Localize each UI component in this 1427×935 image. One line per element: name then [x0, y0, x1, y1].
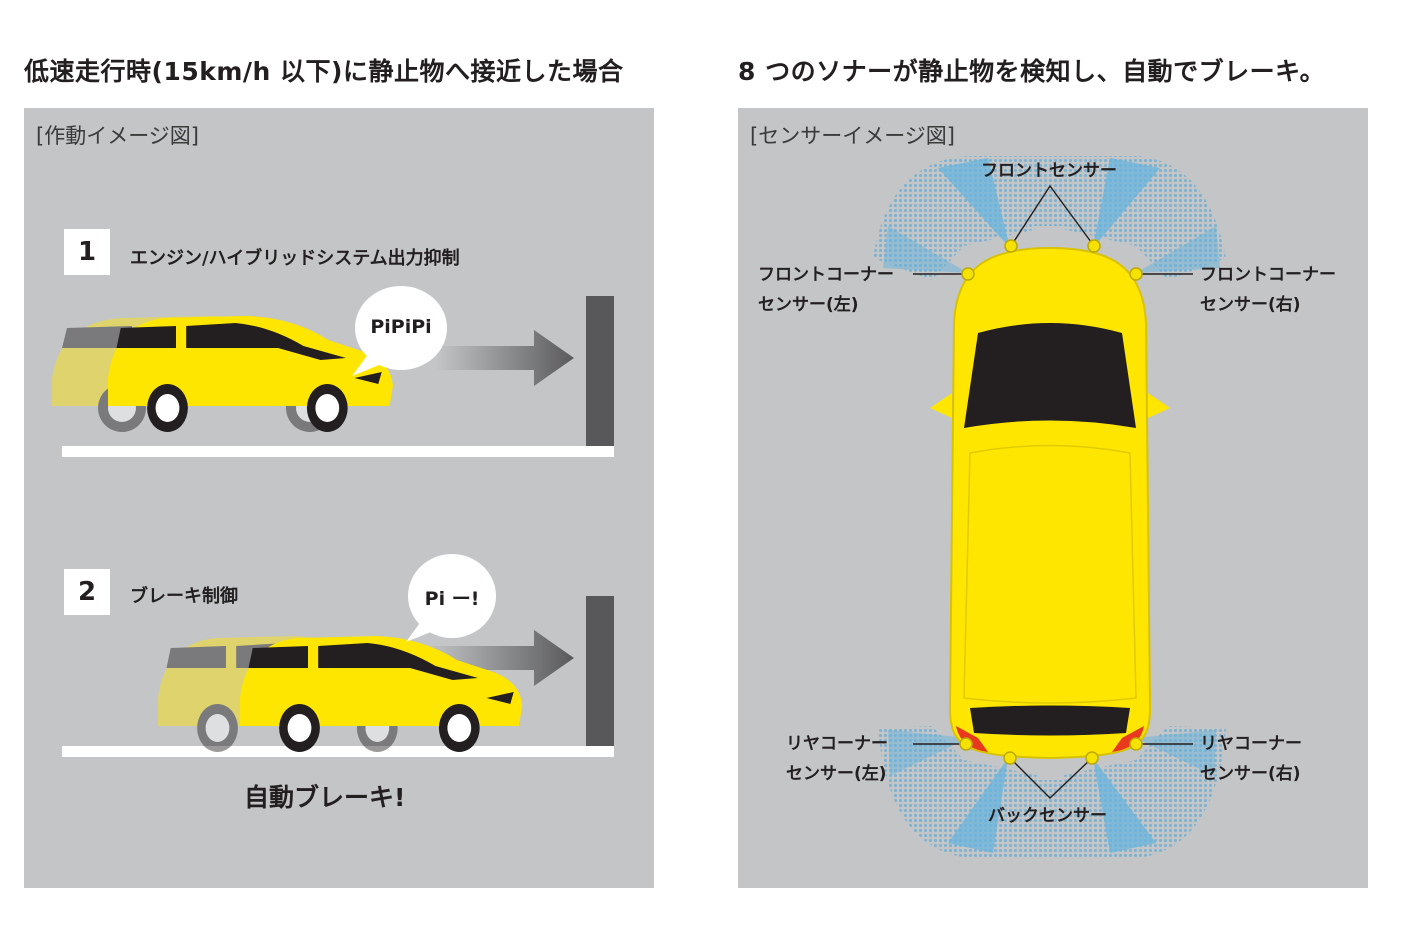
left-heading: 低速走行時(15km/h 以下)に静止物へ接近した場合	[24, 57, 624, 86]
front-corner-right-label-2: センサー(右)	[1200, 295, 1301, 315]
step-2-number: 2	[64, 569, 110, 615]
front-corner-left-label-1: フロントコーナー	[758, 265, 894, 285]
right-heading: 8 つのソナーが静止物を検知し、自動でブレーキ。	[738, 57, 1326, 86]
car-top-view	[930, 246, 1170, 760]
front-corner-right-dot	[1129, 267, 1143, 281]
rear-corner-right-dot	[1129, 737, 1143, 751]
back-sensor-right-dot	[1085, 751, 1099, 765]
front-sensor-right-dot	[1087, 239, 1101, 253]
front-corner-left-label-2: センサー(左)	[758, 295, 859, 315]
approach-arrow-1	[436, 330, 574, 386]
rear-corner-right-label-1: リヤコーナー	[1200, 734, 1302, 754]
sensor-dots	[959, 239, 1143, 765]
back-sensor-left-dot	[1003, 751, 1017, 765]
operation-panel-label: [作動イメージ図]	[36, 124, 199, 148]
road-line-2	[62, 746, 614, 757]
rear-corner-right-label-2: センサー(右)	[1200, 764, 1301, 784]
front-sensor-label: フロントセンサー	[981, 161, 1117, 181]
step-2-label: ブレーキ制御	[130, 586, 238, 607]
front-corner-right-label-1: フロントコーナー	[1200, 265, 1336, 285]
back-sensor-label: バックセンサー	[988, 806, 1107, 826]
sensor-diagram-panel: [センサーイメージ図] フロントセンサー フロントコーナー センサー(左) フロ…	[738, 108, 1368, 888]
road-line-1	[62, 446, 614, 457]
speech-bubble-2	[406, 554, 496, 642]
speech-bubble-1	[352, 286, 447, 376]
step-1-number: 1	[64, 229, 110, 275]
van-1	[108, 316, 393, 432]
operation-diagram-art	[52, 286, 614, 757]
approach-arrow-2	[426, 630, 574, 686]
wall-1	[586, 296, 614, 446]
front-sensor-left-dot	[1004, 239, 1018, 253]
rear-corner-left-label-1: リヤコーナー	[786, 734, 888, 754]
front-detection-area	[873, 156, 1226, 280]
rear-corner-left-dot	[959, 737, 973, 751]
operation-diagram-panel: [作動イメージ図] 1 エンジン/ハイブリッドシステム出力抑制 PiPiPi 2…	[24, 108, 654, 888]
step-1-sound: PiPiPi	[370, 316, 432, 338]
step-2-sound: Pi ー!	[424, 588, 480, 610]
rear-corner-left-label-2: センサー(左)	[786, 764, 887, 784]
step-1-label: エンジン/ハイブリッドシステム出力抑制	[130, 248, 460, 269]
rear-detection-area	[878, 726, 1226, 858]
sensor-panel-label: [センサーイメージ図]	[750, 124, 955, 148]
sensor-leader-lines	[913, 184, 1193, 799]
front-corner-left-dot	[961, 267, 975, 281]
wall-2	[586, 596, 614, 746]
sensor-diagram-art	[873, 156, 1226, 858]
auto-brake-caption: 自動ブレーキ!	[244, 783, 406, 812]
